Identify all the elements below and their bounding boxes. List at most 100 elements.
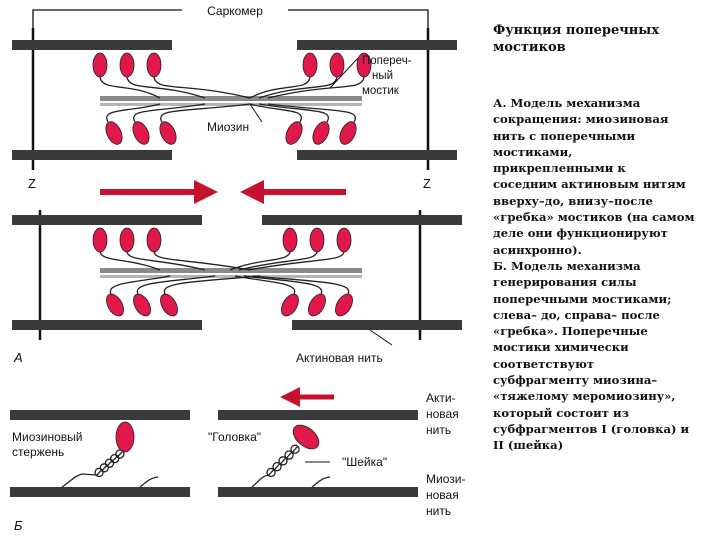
actin-filament [12, 150, 172, 160]
crossbridge-arm [106, 103, 161, 123]
myosin-rod-label: Миозиновый стержень [12, 430, 86, 459]
crossbridge-arm [229, 251, 291, 271]
description-line: мостики химически [493, 340, 629, 355]
panel-a-label: А [13, 350, 23, 365]
description-panel: Функция поперечных мостиков А. Модель ме… [493, 22, 720, 532]
myosin-label-b: Миози- новая нить [426, 472, 469, 518]
crossbridge-arm [267, 76, 365, 99]
actin-filament [292, 320, 462, 330]
myosin-head-icon [285, 121, 303, 145]
myosin-head-icon [312, 121, 330, 145]
sarcomere-top: Саркомер Попереч- ный мостик Миозин Z Z [12, 4, 457, 191]
crossbridges-detail [61, 421, 331, 488]
actin-filament [10, 410, 190, 420]
description-line: соответствуют [493, 356, 595, 371]
description-line: поперечными мостиками; [493, 291, 672, 306]
myosin-head-icon [309, 227, 325, 253]
crossbridge-arm [133, 103, 206, 123]
myosin-head-icon [281, 293, 299, 317]
myosin-head-icon [146, 52, 162, 78]
actin-filament [218, 410, 418, 420]
page-title: Функция поперечных мостиков [493, 23, 660, 55]
description-line: который состоит из [493, 405, 629, 420]
panel-b: Миозиновый стержень "Головка" "Шейка" Ак… [10, 387, 469, 533]
myosin-head-icon [106, 293, 124, 317]
myosin-head-icon [160, 293, 178, 317]
crossbridges-before [92, 52, 372, 145]
actin-pointer [369, 329, 393, 346]
crossbridge-arm [126, 76, 206, 99]
description-line: «гребка» мостиков (на самом [493, 210, 695, 225]
myosin-head-icon [115, 421, 135, 453]
crossbridge-arm [160, 103, 251, 123]
description-line: асинхронно). [493, 242, 582, 257]
myosin-head-icon [119, 227, 135, 253]
description-line: II (шейка) [493, 438, 564, 453]
myosin-head-icon [92, 52, 108, 78]
actin-filament [12, 40, 172, 50]
crossbridges-after [92, 227, 353, 317]
description-line: Б. Модель механизма [493, 258, 641, 273]
myosin-head-icon [146, 227, 162, 253]
description-line: вверху–до, внизу–после [493, 193, 653, 208]
myosin-head-icon [132, 121, 150, 145]
myosin-filament [100, 96, 362, 101]
description-line: «гребка». Поперечные [493, 324, 648, 339]
description-line: субфрагментов I (головка) и [493, 421, 690, 436]
crossbridge-arm [247, 251, 345, 271]
crossbridge-arm [136, 275, 216, 295]
z-label-left: Z [28, 176, 36, 191]
z-label-right: Z [423, 176, 431, 191]
crossbridge-arm [163, 275, 261, 295]
description-line: генерирования силы [493, 275, 637, 290]
myosin-head-icon [119, 52, 135, 78]
crossbridge-arm [258, 103, 329, 123]
actin-filament [262, 215, 462, 225]
description-line: слева– до, справа– после [493, 307, 660, 322]
myosin-head-icon [336, 227, 352, 253]
neck-label: "Шейка" [342, 455, 387, 469]
actin-filament [297, 40, 457, 50]
crossbridge-arm [249, 103, 303, 123]
crossbridge-arm [267, 103, 356, 123]
sarcomere-bracket [32, 9, 429, 28]
description-line: нить с поперечными [493, 128, 636, 143]
crossbridge-arm [243, 275, 323, 295]
description-line: прикрепленными к [493, 161, 626, 176]
crossbridge-arm [126, 251, 206, 271]
myosin-pointer [249, 103, 263, 123]
description-line: «тяжелому меромиозину», [493, 389, 676, 404]
myosin-label: Миозин [207, 120, 249, 134]
crossbridge-arm [266, 444, 300, 478]
description-line: сокращения: миозиновая [493, 112, 669, 127]
myosin-head-icon [105, 121, 123, 145]
crossbridge-arm [99, 251, 161, 271]
crossbridge-pointer [329, 57, 359, 89]
myosin-head-icon [292, 424, 320, 450]
crossbridge-arm [238, 251, 318, 271]
myosin-filament [10, 487, 190, 497]
muscle-crossbridge-figure: Саркомер Попереч- ный мостик Миозин Z Z [10, 4, 469, 533]
description-line: мостиками, [493, 144, 573, 159]
crossbridge-arm [94, 449, 125, 478]
crossbridge-arm [153, 76, 251, 99]
myosin-head-icon [308, 293, 326, 317]
crossbridge-arm [99, 76, 161, 99]
myosin-head-icon [335, 293, 353, 317]
myosin-head-icon [302, 52, 318, 78]
head-label: "Головка" [208, 430, 261, 444]
myosin-head-icon [339, 121, 357, 145]
actin-filament [12, 320, 202, 330]
myosin-head-icon [329, 52, 345, 78]
actin-label-b: Акти- новая нить [426, 391, 462, 437]
crossbridge-arm [251, 474, 269, 488]
myosin-filament [218, 487, 418, 497]
myosin-filament [100, 103, 362, 106]
myosin-head-icon [92, 227, 108, 253]
crossbridge-arm [234, 275, 296, 295]
myosin-head-icon [133, 293, 151, 317]
description-line: субфрагменту миозина– [493, 373, 658, 388]
figure-canvas: Саркомер Попереч- ный мостик Миозин Z Z [10, 4, 469, 533]
crossbridge-arm [249, 76, 311, 99]
